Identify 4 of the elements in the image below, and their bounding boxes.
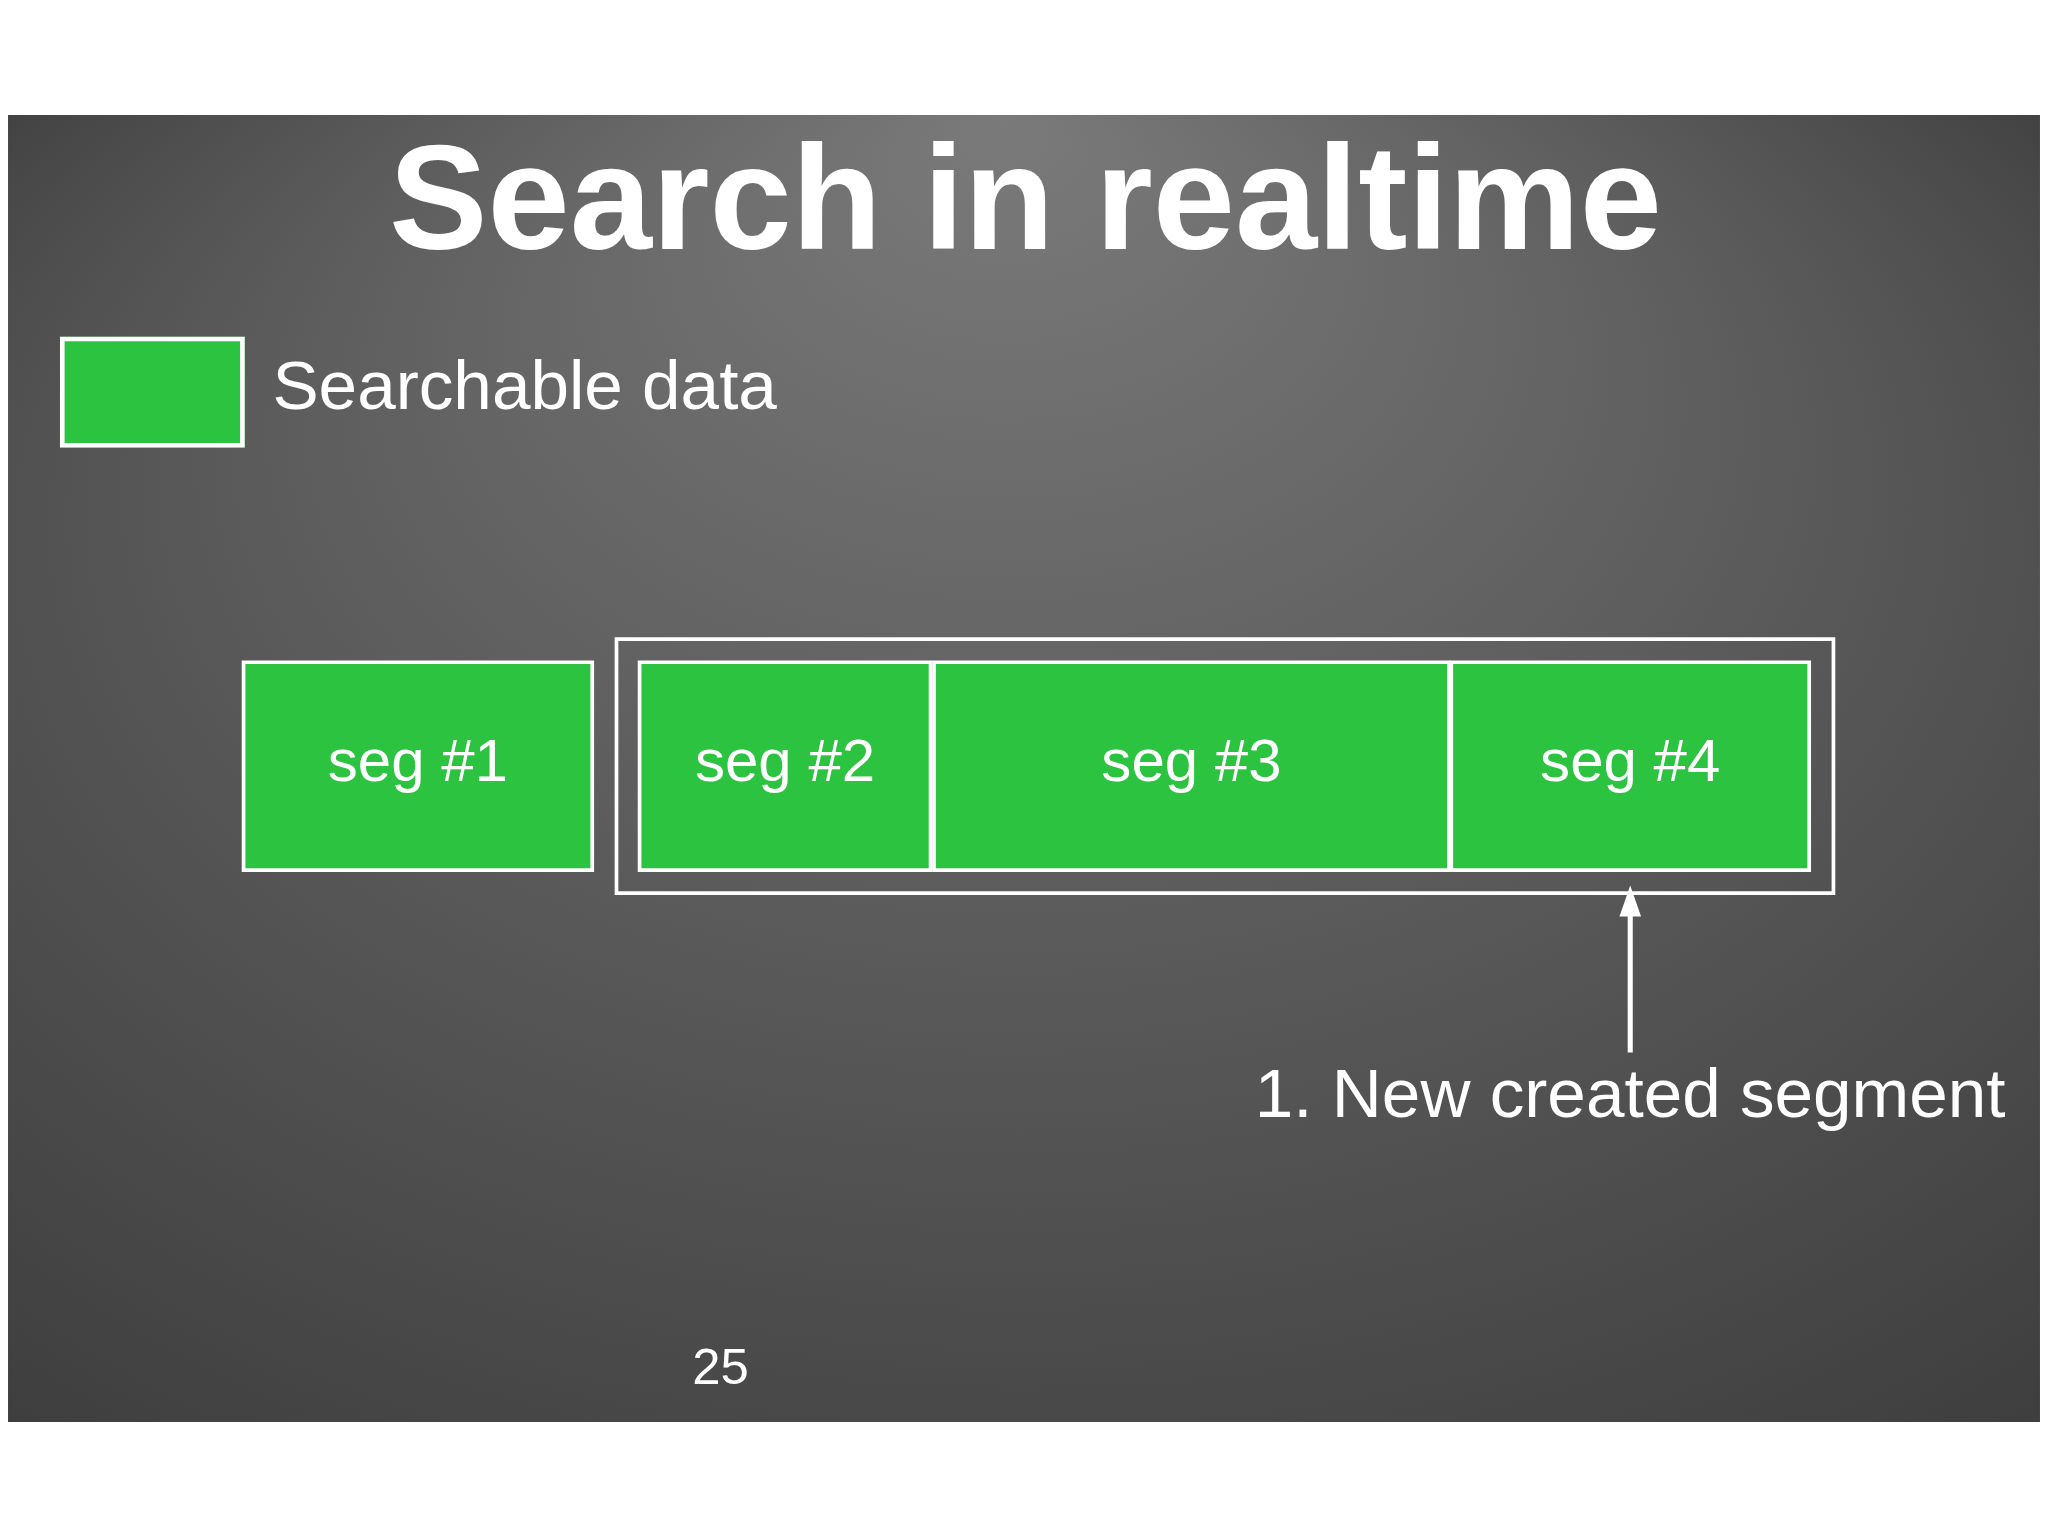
diagram-title: Search in realtime: [388, 114, 1663, 280]
label: 25: [692, 1337, 749, 1395]
node-text: 1. New created segment: [1254, 1053, 2006, 1132]
legend-label: Searchable data: [272, 345, 777, 424]
